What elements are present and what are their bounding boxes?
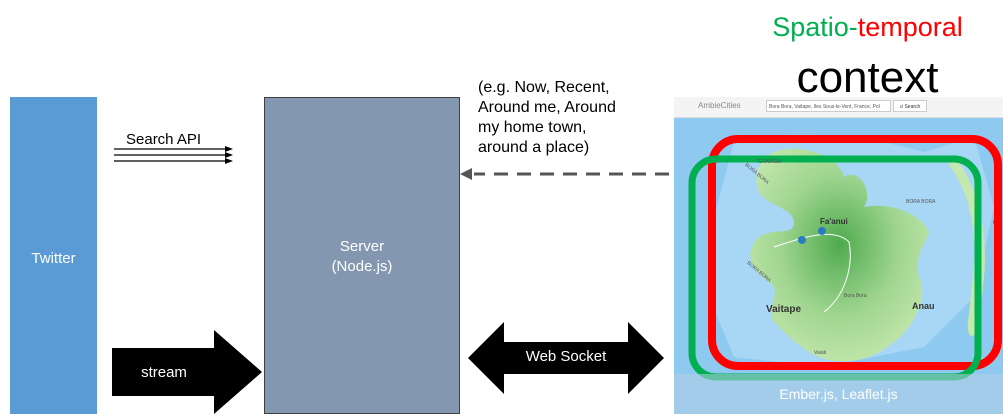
place-bora-bora-2: BORA BORA [906,199,936,205]
websocket-arrow [468,322,664,394]
diagram-title: Spatio-temporal [740,12,995,43]
title-temporal: temporal [857,12,963,42]
title-context: context [796,53,939,102]
island-map[interactable] [674,97,1003,414]
map-topbar: AmbieCities Bora Bora, Vaitape, Iles Sou… [674,97,1003,118]
stream-arrow [112,330,262,414]
map-panel[interactable]: AmbieCities Bora Bora, Vaitape, Iles Sou… [674,97,1003,414]
search-api-label: Search API [126,131,202,148]
map-search-input[interactable]: Bora Bora, Vaitape, Iles Sous-le-Vent, F… [766,100,891,112]
server-box: Server (Node.js) [264,97,460,414]
server-label: Server (Node.js) [265,237,459,277]
server-label-line2: (Node.js) [331,258,393,275]
search-api-arrows [114,146,233,164]
map-footer-label: Ember.js, Leaflet.js [674,374,1003,414]
server-label-line1: Server [339,238,385,255]
websocket-label: Web Socket [525,348,607,365]
place-vaiati: Vaiati [814,350,827,356]
map-search-button[interactable]: ☌ Search [893,100,927,112]
context-note: (e.g. Now, Recent, Around me, Around my … [478,79,616,156]
place-faanui: Fa'anui [820,217,848,226]
twitter-box: Twitter [10,97,97,414]
place-vaitape: Vaitape [766,304,802,315]
context-request-arrow [460,168,692,180]
title-spatio: Spatio- [772,12,858,42]
place-bora-center: Bora Bora [844,293,867,299]
context-region-red [708,135,1002,370]
twitter-label: Twitter [31,250,76,267]
place-tevairoa: TEVAIROA [756,159,781,165]
island-shape [750,148,929,362]
map-brand: AmbieCities [698,101,741,110]
map-search-button-label: Search [904,104,921,110]
stream-label: stream [141,364,187,381]
place-anau: Anau [912,301,935,311]
search-icon: ☌ [899,104,904,110]
